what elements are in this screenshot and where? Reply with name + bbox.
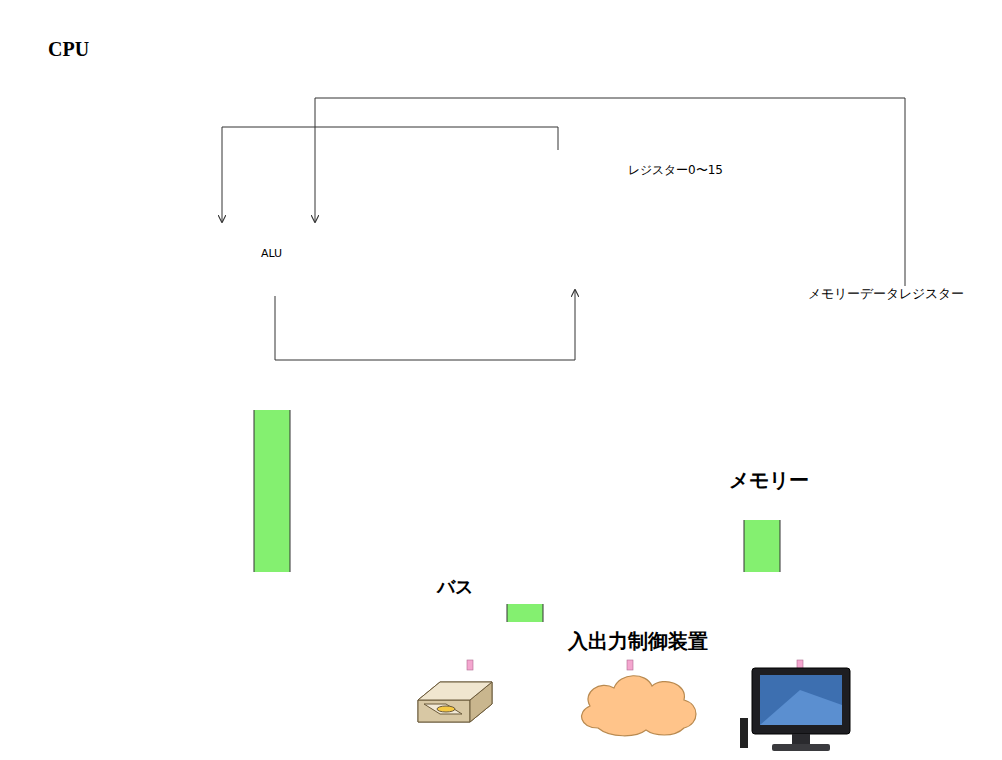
- monitor-icon: [740, 668, 850, 751]
- text-holder: メモリーデータレジスター: [808, 287, 964, 302]
- data-line: [315, 98, 905, 286]
- node-label: レジスター0〜15: [628, 164, 723, 178]
- pipe-fill: [508, 604, 543, 622]
- bus-pipe: [525, 604, 526, 622]
- node-outline: [10, 10, 1000, 410]
- text-holder: CPU: [48, 38, 89, 61]
- node-outline: [62, 572, 995, 604]
- bus-pipe: [762, 520, 763, 572]
- io-controller: 入出力制御装置: [370, 622, 905, 660]
- text-holder: バス: [437, 577, 473, 598]
- node-label: ALU: [261, 248, 282, 261]
- memory-data-register: メモリーデータレジスター: [700, 286, 1000, 348]
- data-path-arrow: [222, 127, 558, 222]
- pipe-fill: [255, 410, 290, 572]
- pipe-outline: [744, 520, 781, 572]
- data-path-arrow: [275, 290, 575, 360]
- text-holder: メモリー: [677, 440, 860, 520]
- node-label: 入出力制御装置: [568, 630, 708, 653]
- pipe-outline: [254, 410, 291, 572]
- node-label: バス: [437, 577, 473, 598]
- pipe-fill: [745, 520, 780, 572]
- node-label: メモリーデータレジスター: [808, 287, 964, 302]
- data-line: [222, 127, 558, 222]
- bus-cylinder: バス: [62, 572, 995, 604]
- cpu-housing: CPU ALU レジスター0〜15 メモリーデータレジスター: [10, 10, 1000, 410]
- pipe-outline: [507, 604, 544, 622]
- register-stack: レジスター0〜15: [430, 150, 770, 290]
- text-holder: 入出力制御装置: [370, 622, 905, 660]
- memory-box: メモリー: [677, 440, 860, 520]
- bus-pipe: [272, 410, 273, 572]
- text-holder: レジスター0〜15: [628, 164, 723, 178]
- text-holder: ALU: [180, 222, 363, 296]
- data-line: [275, 290, 575, 360]
- disk-drive-icon: [418, 682, 492, 722]
- alu-trapezoid: ALU: [180, 222, 363, 296]
- data-path-arrow: [315, 98, 905, 286]
- node-label: CPU: [48, 38, 89, 61]
- network-cloud-icon: [582, 676, 696, 736]
- node-label: メモリー: [729, 469, 809, 492]
